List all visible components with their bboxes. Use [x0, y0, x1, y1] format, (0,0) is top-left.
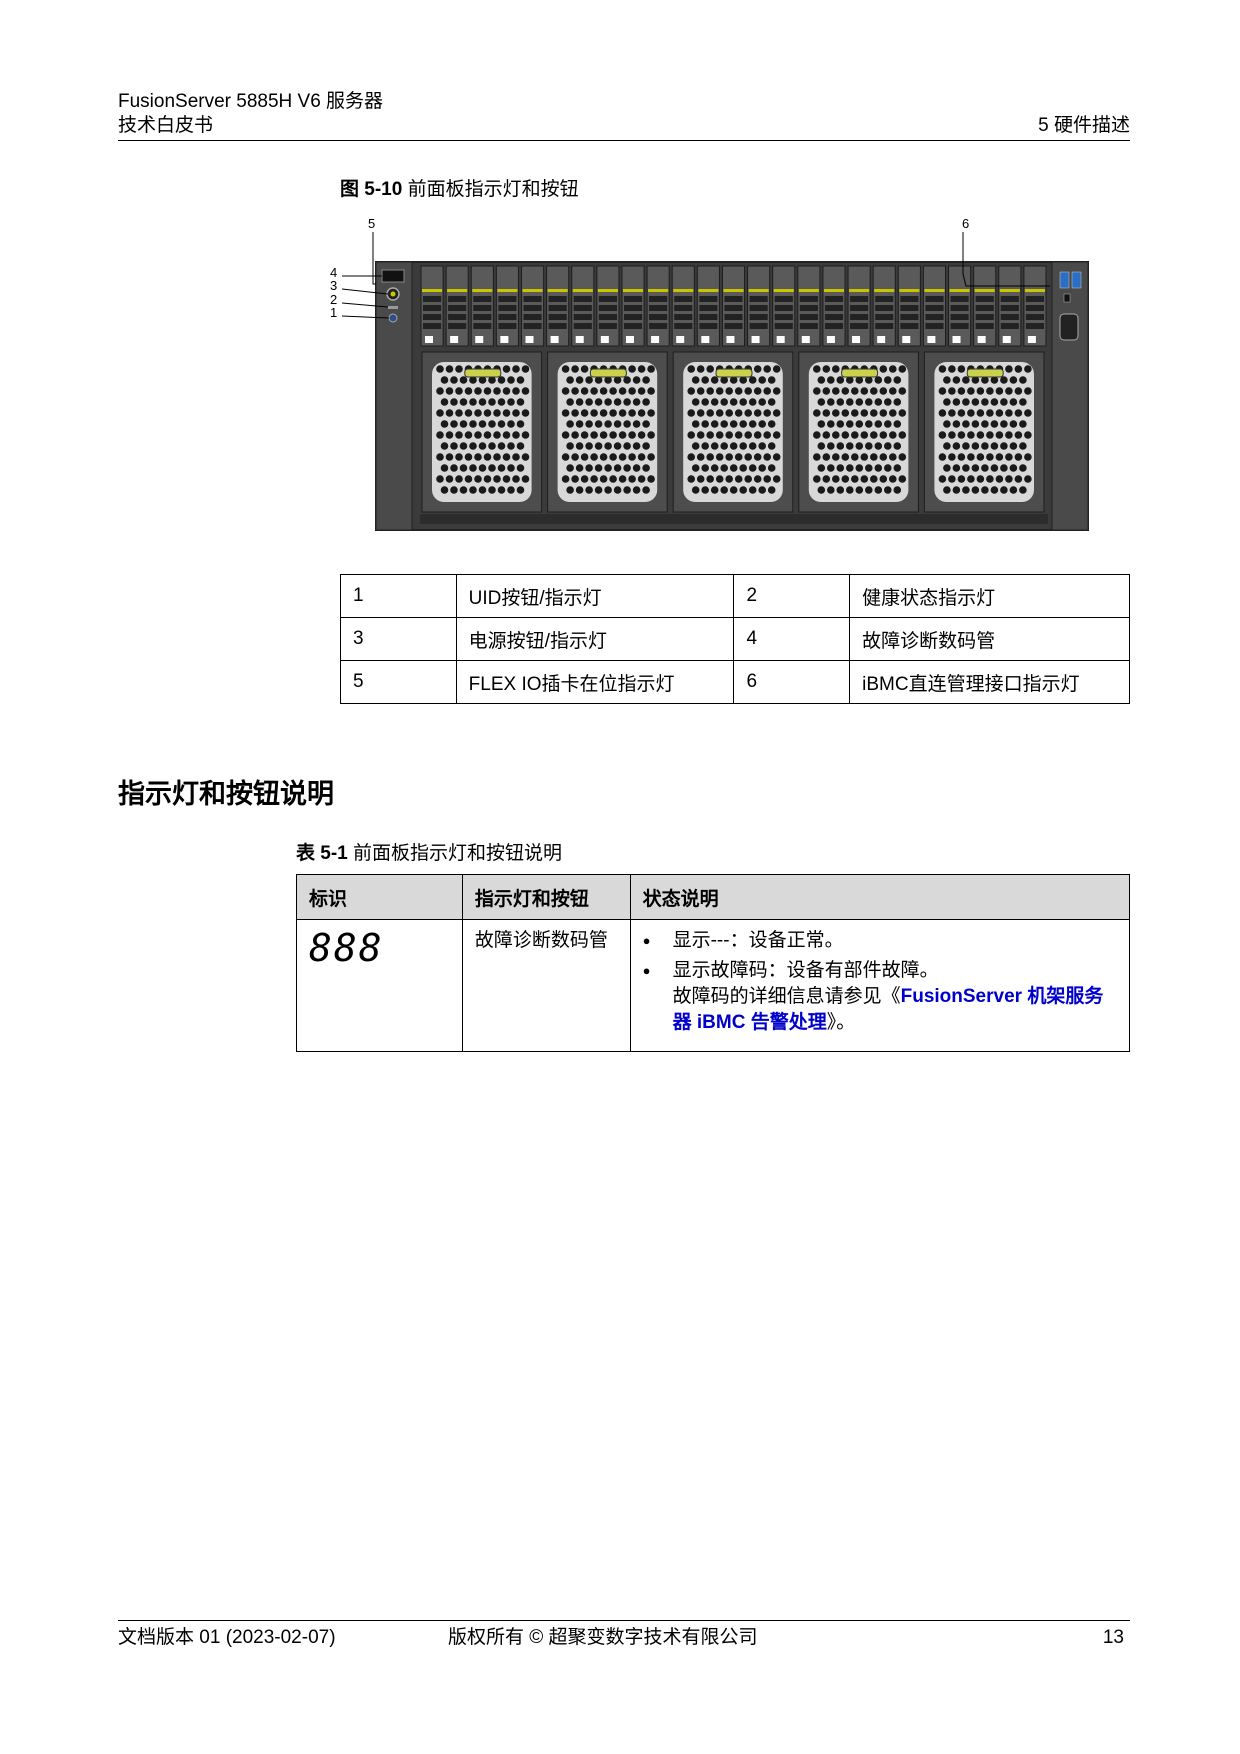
legend-label: iBMC直连管理接口指示灯 — [849, 660, 1130, 704]
fan-module — [798, 351, 919, 513]
legend-number: 1 — [340, 574, 457, 618]
page-number: 13 — [1102, 1627, 1124, 1648]
header-doc-type: 技术白皮书 — [118, 115, 214, 136]
symbol-cell: 888 — [296, 919, 463, 1052]
table-caption-text: 前面板指示灯和按钮说明 — [353, 843, 563, 864]
callout-4: 4 — [330, 265, 338, 280]
footer-version: 文档版本 01 (2023-02-07) — [118, 1627, 336, 1648]
table-header-name: 指示灯和按钮 — [461, 874, 631, 920]
drive-bay — [973, 265, 997, 347]
drive-bay — [696, 265, 720, 347]
status-detail-prefix: 故障码的详细信息请参见《 — [672, 986, 901, 1007]
drive-bay — [847, 265, 871, 347]
legend-label: 故障诊断数码管 — [849, 617, 1130, 661]
status-detail: 故障码的详细信息请参见《FusionServer 机架服务器 iBMC 告警处理… — [643, 984, 1119, 1036]
indicator-table: 标识 指示灯和按钮 状态说明 888 故障诊断数码管 显示---：设备正常。 显… — [296, 874, 1131, 1052]
callout-2: 2 — [330, 292, 338, 307]
drive-bay — [445, 265, 469, 347]
table-row: 888 故障诊断数码管 显示---：设备正常。 显示故障码：设备有部件故障。 故… — [296, 919, 1131, 1052]
section-title: 指示灯和按钮说明 — [118, 779, 334, 809]
drive-bay — [671, 265, 695, 347]
drive-bay — [571, 265, 595, 347]
legend-label: FLEX IO插卡在位指示灯 — [455, 660, 735, 704]
drive-bay — [872, 265, 896, 347]
table-caption: 表 5-1 前面板指示灯和按钮说明 — [296, 842, 562, 866]
fan-module — [923, 351, 1045, 513]
legend-number: 4 — [733, 617, 851, 661]
legend-label: 电源按钮/指示灯 — [455, 617, 735, 661]
seven-segment-symbol: 888 — [309, 926, 384, 970]
callout-3: 3 — [330, 278, 338, 293]
drive-bay — [922, 265, 947, 347]
table-header-status: 状态说明 — [629, 874, 1131, 920]
status-detail-suffix: 》。 — [826, 1012, 856, 1033]
callout-6: 6 — [962, 216, 970, 231]
table-header-symbol: 标识 — [296, 874, 463, 920]
footer-rule — [118, 1620, 1130, 1621]
drive-bay — [797, 265, 821, 347]
figure-caption: 图 5-10 前面板指示灯和按钮 — [340, 178, 579, 202]
drive-bay — [546, 265, 570, 347]
status-cell: 显示---：设备正常。 显示故障码：设备有部件故障。 故障码的详细信息请参见《F… — [629, 919, 1131, 1052]
header-rule — [118, 140, 1130, 141]
server-front-panel-image — [341, 232, 1089, 531]
drive-bay — [420, 265, 444, 347]
drive-bay — [998, 265, 1022, 347]
drive-bay — [621, 265, 645, 347]
figure-caption-text: 前面板指示灯和按钮 — [407, 179, 579, 200]
fan-module — [547, 351, 668, 513]
drive-bay — [495, 265, 519, 347]
footer-copyright: 版权所有 © 超聚变数字技术有限公司 — [448, 1627, 758, 1648]
callout-5: 5 — [368, 216, 376, 231]
callout-1: 1 — [330, 305, 338, 320]
status-bullet-2: 显示故障码：设备有部件故障。 — [643, 958, 1119, 984]
drive-bay — [822, 265, 846, 347]
legend-number: 6 — [733, 660, 851, 704]
drive-bay — [772, 265, 796, 347]
header-product: FusionServer 5885H V6 服务器 — [118, 91, 384, 112]
drive-bay — [948, 265, 972, 347]
legend-label: 健康状态指示灯 — [849, 574, 1130, 618]
name-cell: 故障诊断数码管 — [461, 919, 631, 1052]
legend-number: 2 — [733, 574, 851, 618]
drive-bay — [646, 265, 670, 347]
status-bullet-1: 显示---：设备正常。 — [643, 928, 1119, 954]
legend-label: UID按钮/指示灯 — [455, 574, 735, 618]
drive-bay — [1023, 265, 1047, 347]
header-chapter: 5 硬件描述 — [1038, 115, 1130, 136]
table-header-row: 标识 指示灯和按钮 状态说明 — [296, 874, 1131, 920]
legend-number: 5 — [340, 660, 457, 704]
drive-bay — [747, 265, 771, 347]
callout-leaders — [341, 232, 1050, 319]
drive-bay — [470, 265, 494, 347]
table-caption-number: 表 5-1 — [296, 843, 348, 864]
figure-caption-number: 图 5-10 — [340, 179, 403, 200]
drive-bay — [596, 265, 620, 347]
alarm-handling-link[interactable]: FusionServer 机架服务器 iBMC 告警处理 — [672, 986, 1104, 1033]
drive-bay — [897, 265, 921, 347]
fan-module — [672, 351, 794, 513]
server-front-panel-figure: 5 6 4 3 2 1 — [330, 214, 1130, 539]
fan-module — [421, 351, 543, 513]
legend-number: 3 — [340, 617, 457, 661]
drive-bay — [520, 265, 545, 347]
drive-bay — [721, 265, 746, 347]
